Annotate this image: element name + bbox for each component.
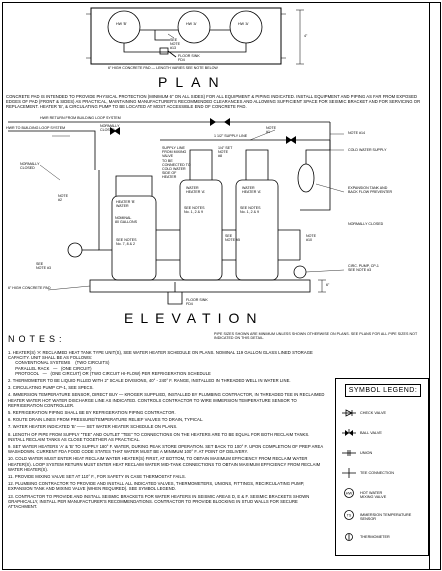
elev-label-quarter-supply: 1/4" SET NOTE #8	[218, 146, 233, 159]
check-valve-icon	[342, 409, 356, 417]
union-icon	[342, 450, 356, 456]
notes-heading: NOTES:	[8, 334, 66, 344]
elevation-title: ELEVATION	[124, 310, 264, 326]
thermometer-icon	[345, 533, 353, 541]
legend-label: THERMOMETER	[360, 535, 390, 539]
elev-label-see-note-5: SEE NOTE #5	[225, 234, 240, 243]
elev-label-normally-closed-2: NORMALLY CLOSED	[20, 162, 40, 171]
elev-label-see-notes-782: SEE NOTES No. 7, 8 & 2	[116, 238, 137, 247]
elev-label-note-14: NOTE #14	[348, 131, 365, 135]
note-item-12: 12. PLUMBING CONTRACTOR TO PROVIDE AND I…	[8, 481, 305, 492]
legend-title: SYMBOL LEGEND:	[345, 384, 421, 397]
legend-label: UNION	[360, 451, 373, 455]
pad-paragraph: CONCRETE PAD IS INTENDED TO PROVIDE PHYS…	[6, 94, 421, 110]
elev-label-supply-1-half: 1 1/2" SUPPLY LINE	[214, 134, 248, 138]
elev-label-circ-pump: CIRC. PUMP, CP-1 SEE NOTE #3	[348, 264, 379, 273]
elev-label-hwh-b-water: HEATER 'B' WATER	[116, 200, 136, 209]
title-block-strip	[428, 2, 441, 570]
elev-label-hwh-a-water-2: WATER HEATER 'A'	[242, 186, 262, 195]
elev-label-hwr-to: HWR TO BUILDING LOOP SYSTEM	[6, 126, 66, 130]
note-item-13: 13. CONTRACTOR TO PROVIDE AND INSTALL SE…	[8, 493, 310, 510]
elev-label-hwr-from: HWR RETURN FROM BUILDING LOOP SYSTEM	[40, 116, 121, 120]
plan-label-hwh-a2: HW 'A'	[238, 22, 249, 26]
note-item-11: 11. PROVIDE MIXING VALVE SET AT 110° F.,…	[8, 474, 186, 480]
elev-label-normally-closed-1: NORMALLY CLOSED	[100, 124, 120, 133]
plan-label-dim: 4"	[304, 34, 308, 38]
note-item-8: 8. LENGTH OF PIPE FROM SUPPLY "TEE" AND …	[8, 431, 310, 442]
elev-label-normally-closed-3: NORMALLY CLOSED	[348, 222, 384, 226]
note-item-5: 5. REFRIGERATION PIPING SHALL BE BY REFR…	[8, 410, 176, 416]
legend-label: BALL VALVE	[360, 431, 382, 435]
svg-text:TS: TS	[347, 514, 352, 518]
note-item-10: 10. COLD WATER MUST ENTER HEAT RECLAIM W…	[8, 456, 321, 472]
tee-connection-icon	[342, 468, 356, 478]
plan-label-see-note-13: SEE NOTE #13	[170, 38, 180, 51]
elev-label-note-1: NOTE #1	[266, 126, 276, 135]
note-item-2: 2. THERMOMETER TO BE LIQUID FILLED WITH …	[8, 378, 291, 384]
note-item-7: 7. WATER HEATER INDICATED 'B' —— SET WAT…	[8, 424, 178, 430]
temperature-sensor-icon: TS	[344, 510, 354, 520]
elev-label-see-notes-129b: SEE NOTES No. 1, 2 & 9	[240, 206, 261, 215]
pipe-size-note: PIPE SIZES SHOWN ARE MINIMUM UNLESS SHOW…	[214, 332, 418, 341]
plan-label-hwh-b: HW 'B'	[116, 22, 127, 26]
note-item-4: 4. IMMERSION TEMPERATURE SENSOR, DIRECT …	[8, 392, 325, 408]
elev-label-supply-from-mixing: SUPPLY LINE FROM MIXING VALVE TO BE CONN…	[162, 146, 191, 180]
legend-label: CHECK VALVE	[360, 411, 387, 415]
notes-list: 1. HEATER(S) 'A' RECLAIMED HEAT TANK TYP…	[8, 350, 326, 511]
sheet-border	[2, 2, 430, 570]
mixing-valve-icon: HW	[344, 488, 354, 498]
legend-label: IMMERSION TEMPERATURE SENSOR	[360, 513, 412, 522]
elev-label-cold-water-supply: COLD WATER SUPPLY	[348, 148, 387, 152]
elev-label-hwh-a-water-1: WATER HEATER 'A'	[186, 186, 206, 195]
elev-label-see-note-3: SEE NOTE #3	[36, 262, 51, 271]
note-item-9: 9. SET WATER HEATERS 'A' & 'B' TO SUPPLY…	[8, 444, 324, 455]
legend-label: TEE CONNECTION	[360, 471, 394, 475]
elev-label-floor-sink: FLOOR SINK FD4	[186, 298, 208, 307]
symbol-legend: SYMBOL LEGEND: CHECK VALVE BALL VALVE UN…	[335, 378, 429, 556]
elev-label-dim: 6"	[326, 283, 330, 287]
legend-label: HOT WATER MIXING VALVE	[360, 491, 387, 500]
elev-label-note-2: NOTE #2	[58, 194, 68, 203]
ball-valve-icon	[342, 429, 356, 436]
elev-label-concrete-pad: 6" HIGH CONCRETE PAD	[8, 286, 51, 290]
note-item-6: 6. ROUTE DRAIN LINES FROM PRESSURE/TEMPE…	[8, 417, 204, 423]
svg-text:HW: HW	[346, 491, 353, 496]
plan-label-pad-note: 6" HIGH CONCRETE PAD — LENGTH VARIES SEE…	[108, 66, 218, 70]
plan-title: PLAN	[158, 74, 227, 90]
note-item-3: 3. CIRCULATING PUMP CP-1, SEE SPECS.	[8, 385, 94, 391]
elev-label-see-notes-129: SEE NOTES No. 1, 2 & 9	[184, 206, 205, 215]
plan-label-hwh-a1: HW 'A'	[186, 22, 197, 26]
note-item-1: 1. HEATER(S) 'A' RECLAIMED HEAT TANK TYP…	[8, 350, 313, 376]
plan-label-floor-sink: FLOOR SINK FD4	[178, 54, 200, 63]
elev-label-note-10: NOTE #10	[306, 234, 316, 243]
elev-label-expansion-tank: EXPANSION TANK AND BACK FLOW PREVENTER	[348, 186, 393, 195]
elev-label-nominal: NOMINAL 80 GALLONS	[115, 216, 137, 225]
